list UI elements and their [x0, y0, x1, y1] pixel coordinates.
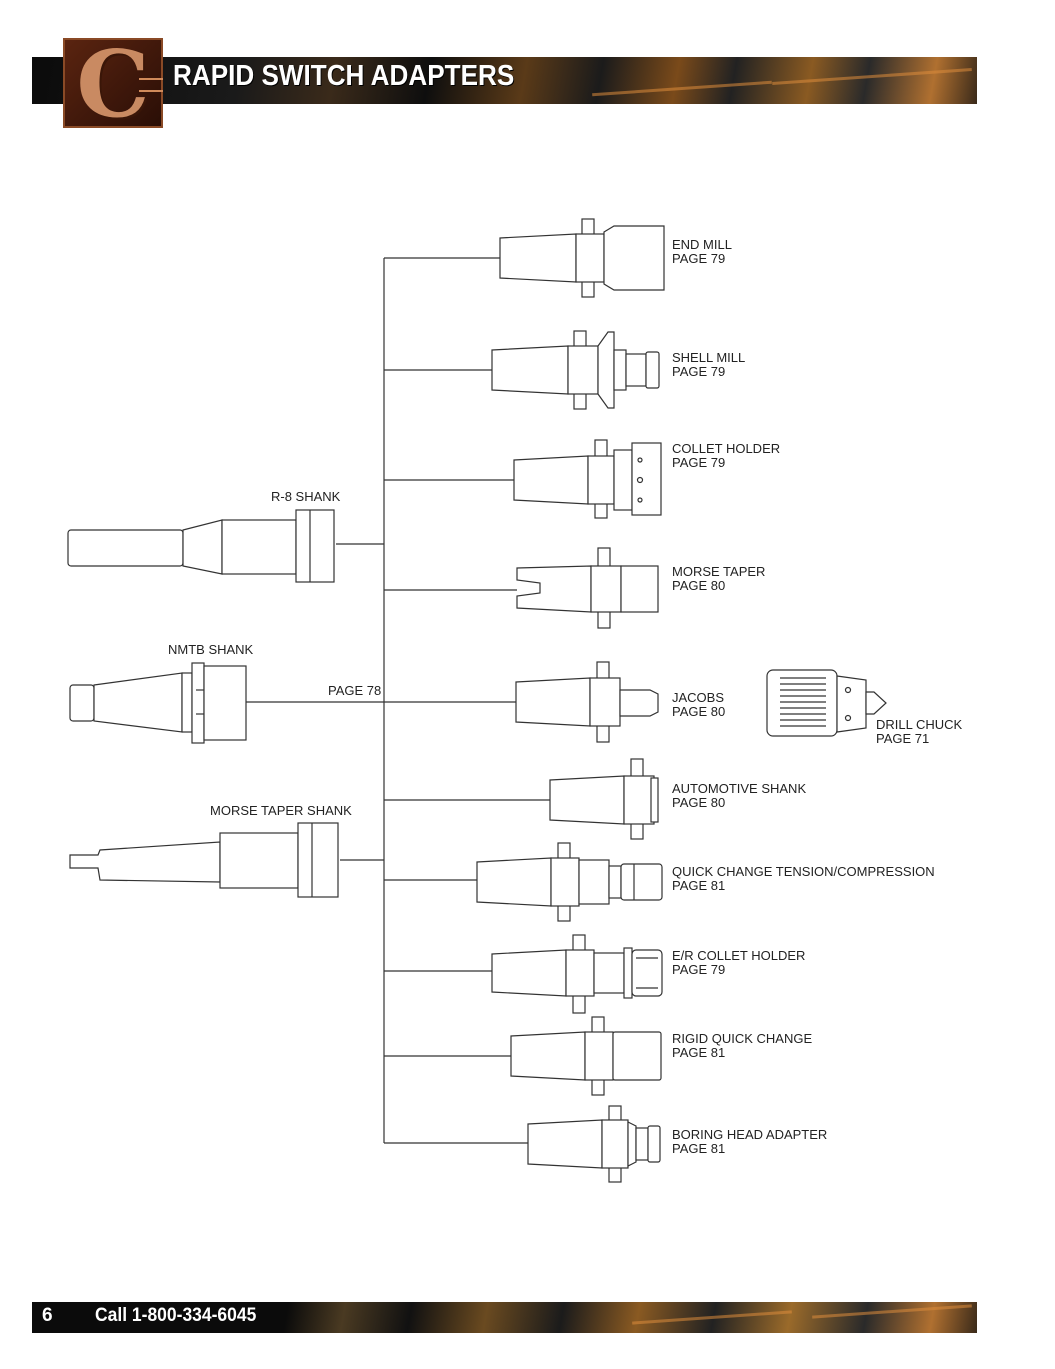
drill-chuck-label: DRILL CHUCK [876, 717, 963, 732]
nmtb-shank-drawing [69, 662, 247, 744]
jacobs-label: JACOBS [672, 690, 724, 705]
er-collet-holder-label: E/R COLLET HOLDER [672, 948, 805, 963]
drill-chuck-drawing [766, 669, 887, 737]
automotive-shank-page: PAGE 80 [672, 795, 725, 810]
morse-taper-adapter-drawing [516, 547, 659, 629]
end-mill-label: END MILL [672, 237, 732, 252]
page-title: RAPID SWITCH ADAPTERS [173, 60, 515, 92]
morse-taper-page: PAGE 80 [672, 578, 725, 593]
connector-lines [246, 257, 550, 1144]
er-collet-holder-drawing [491, 934, 663, 1014]
quick-change-tc-label: QUICK CHANGE TENSION/COMPRESSION [672, 864, 935, 879]
logo-bolt-graphic [139, 78, 163, 92]
collet-holder-drawing [513, 439, 662, 519]
nmtb-shank-page: PAGE 78 [328, 683, 381, 698]
quick-change-tc-drawing [476, 842, 663, 922]
boring-head-adapter-label: BORING HEAD ADAPTER [672, 1127, 827, 1142]
page-number: 6 [42, 1305, 53, 1326]
jacobs-page: PAGE 80 [672, 704, 725, 719]
automotive-shank-label: AUTOMOTIVE SHANK [672, 781, 806, 796]
quick-change-tc-page: PAGE 81 [672, 878, 725, 893]
morse-taper-shank-label: MORSE TAPER SHANK [210, 803, 352, 818]
rigid-quick-change-page: PAGE 81 [672, 1045, 725, 1060]
header-banner [32, 57, 977, 104]
er-collet-holder-page: PAGE 79 [672, 962, 725, 977]
rigid-quick-change-label: RIGID QUICK CHANGE [672, 1031, 812, 1046]
phone-number: Call 1-800-334-6045 [95, 1305, 257, 1326]
logo-letter: C [76, 30, 150, 138]
collet-holder-label: COLLET HOLDER [672, 441, 780, 456]
r8-shank-label: R-8 SHANK [271, 489, 341, 504]
boring-head-adapter-drawing [527, 1105, 661, 1183]
jacobs-adapter-drawing [515, 661, 659, 743]
morse-taper-shank-drawing [69, 822, 339, 898]
automotive-shank-drawing [549, 758, 659, 840]
footer-banner [32, 1302, 977, 1333]
shell-mill-label: SHELL MILL [672, 350, 745, 365]
morse-taper-label: MORSE TAPER [672, 564, 765, 579]
drill-chuck-page: PAGE 71 [876, 731, 929, 746]
company-logo: C [63, 32, 163, 136]
collet-holder-page: PAGE 79 [672, 455, 725, 470]
shell-mill-page: PAGE 79 [672, 364, 725, 379]
rigid-quick-change-drawing [510, 1016, 662, 1096]
shell-mill-drawing [491, 330, 660, 410]
nmtb-shank-label: NMTB SHANK [168, 642, 254, 657]
boring-head-adapter-page: PAGE 81 [672, 1141, 725, 1156]
r8-shank-drawing [67, 509, 335, 583]
end-mill-page: PAGE 79 [672, 251, 725, 266]
end-mill-drawing [499, 218, 665, 298]
